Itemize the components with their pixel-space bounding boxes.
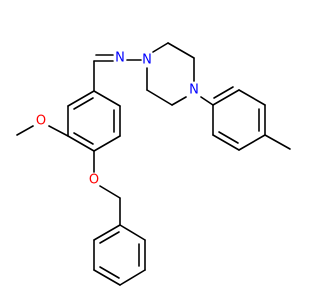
bond [146, 89, 173, 106]
bond [16, 125, 34, 136]
bond [171, 96, 187, 106]
molecule-structure: N N N O O [16, 42, 291, 286]
bond [167, 42, 195, 59]
imine-nitrogen-label: N [115, 51, 125, 66]
bond [212, 134, 240, 151]
methoxy-oxygen-label: O [36, 114, 46, 129]
bond [119, 224, 146, 241]
bond [152, 42, 169, 53]
atom-labels: N N N O O [36, 51, 199, 188]
benzyloxy-oxygen-label: O [89, 173, 99, 188]
bond [99, 185, 121, 199]
bond [213, 86, 234, 99]
bond [99, 231, 120, 244]
bond [212, 89, 240, 106]
bond [73, 97, 94, 110]
bond [93, 224, 121, 241]
bond [73, 132, 94, 145]
bond [218, 131, 239, 144]
bond [264, 134, 291, 150]
piperazine-n1-label: N [142, 53, 152, 68]
bond [67, 135, 95, 152]
bond [200, 96, 214, 106]
bond [93, 135, 121, 152]
bond [93, 269, 121, 286]
bond [238, 134, 266, 151]
bond [48, 125, 69, 137]
bond [67, 90, 95, 107]
bond [99, 266, 120, 279]
piperazine-n4-label: N [189, 83, 199, 98]
bonds [16, 42, 291, 286]
bond [238, 89, 266, 106]
bond [119, 269, 146, 286]
bond [93, 90, 121, 107]
